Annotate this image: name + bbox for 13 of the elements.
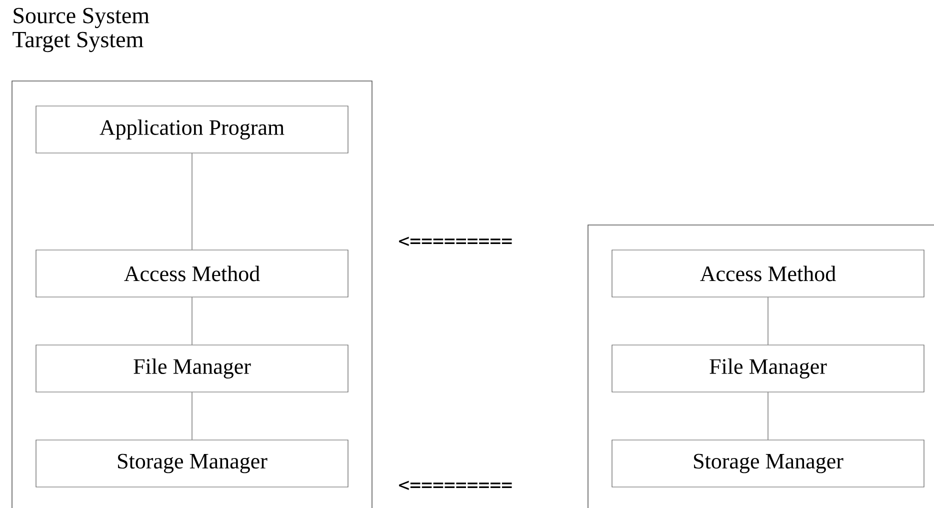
module-box: Storage Manager — [36, 440, 348, 488]
system-title: Target System — [12, 32, 144, 52]
system-title: Source System — [14, 8, 150, 28]
transfer-arrow-text: <========= — [399, 236, 512, 246]
system-frame — [588, 224, 934, 508]
module-box: File Manager — [612, 344, 924, 392]
system-frame — [12, 80, 372, 508]
module-box: File Manager — [36, 344, 348, 392]
transfer-arrow-text: <========= — [399, 480, 512, 490]
module-box: Storage Manager — [612, 440, 924, 488]
module-box: Application Program — [36, 106, 348, 154]
module-box: Access Method — [612, 250, 924, 298]
module-box: Access Method — [36, 250, 348, 298]
